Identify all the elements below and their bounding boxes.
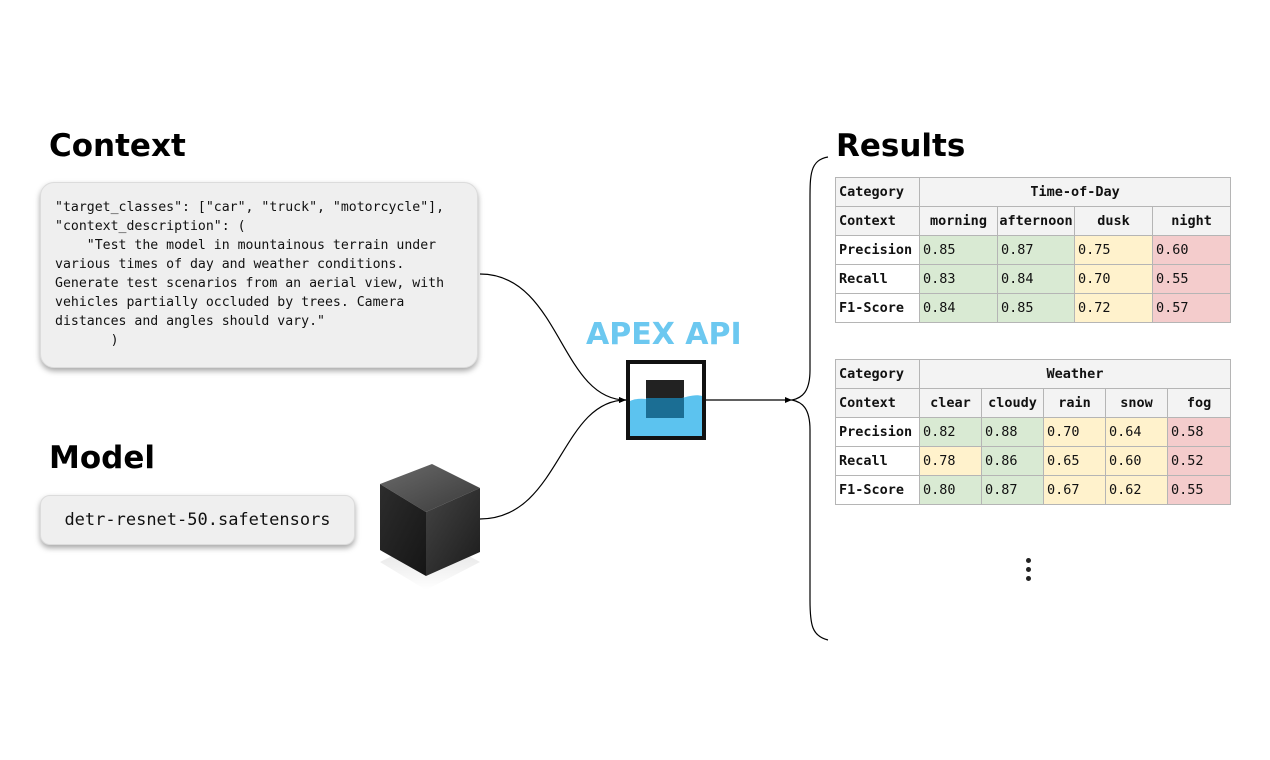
time-of-day-results-table: Category Time-of-Day Context morning aft… xyxy=(835,177,1232,323)
metric-cell: 0.70 xyxy=(1074,264,1153,294)
metric-cell: 0.86 xyxy=(981,446,1044,476)
category-header: Category xyxy=(835,359,920,389)
metric-cell: 0.85 xyxy=(997,293,1075,323)
weather-results-table: Category Weather Context clear cloudy ra… xyxy=(835,359,1232,505)
table-row: Recall 0.83 0.84 0.70 0.55 xyxy=(835,264,1232,294)
metric-cell: 0.85 xyxy=(919,235,998,265)
metric-cell: 0.57 xyxy=(1151,293,1232,323)
column-header: night xyxy=(1151,206,1232,236)
metric-cell: 0.80 xyxy=(919,475,982,505)
category-header: Category xyxy=(835,177,920,207)
metric-cell: 0.55 xyxy=(1166,475,1232,505)
column-header: dusk xyxy=(1074,206,1153,236)
context-header: Context xyxy=(835,388,920,418)
metric-cell: 0.65 xyxy=(1043,446,1106,476)
column-header: fog xyxy=(1166,388,1232,418)
column-header: clear xyxy=(919,388,982,418)
context-code: "target_classes": ["car", "truck", "moto… xyxy=(55,200,445,348)
model-to-api-connector xyxy=(479,397,627,520)
metric-cell: 0.84 xyxy=(997,264,1075,294)
context-code-box: "target_classes": ["car", "truck", "moto… xyxy=(40,182,478,368)
context-heading: Context xyxy=(49,128,186,164)
table-row: Recall 0.78 0.86 0.65 0.60 0.52 xyxy=(835,446,1232,476)
table-row: Precision 0.82 0.88 0.70 0.64 0.58 xyxy=(835,417,1232,447)
model-heading: Model xyxy=(49,440,155,476)
metric-label: F1-Score xyxy=(835,475,920,505)
apex-api-label: APEX API xyxy=(586,317,742,352)
metric-cell: 0.87 xyxy=(997,235,1075,265)
metric-cell: 0.60 xyxy=(1105,446,1168,476)
metric-label: F1-Score xyxy=(835,293,920,323)
metric-cell: 0.55 xyxy=(1151,264,1232,294)
metric-cell: 0.82 xyxy=(919,417,982,447)
table-column-row: Context morning afternoon dusk night xyxy=(835,206,1232,236)
metric-cell: 0.67 xyxy=(1043,475,1106,505)
metric-cell: 0.88 xyxy=(981,417,1044,447)
metric-cell: 0.58 xyxy=(1166,417,1232,447)
metric-cell: 0.83 xyxy=(919,264,998,294)
metric-cell: 0.87 xyxy=(981,475,1044,505)
table-row: F1-Score 0.84 0.85 0.72 0.57 xyxy=(835,293,1232,323)
cube-icon xyxy=(380,464,480,590)
column-header: morning xyxy=(919,206,998,236)
table-row: Precision 0.85 0.87 0.75 0.60 xyxy=(835,235,1232,265)
context-to-api-connector xyxy=(479,273,627,403)
table-row: F1-Score 0.80 0.87 0.67 0.62 0.55 xyxy=(835,475,1232,505)
results-brace xyxy=(791,156,829,641)
column-header: cloudy xyxy=(981,388,1044,418)
metric-label: Recall xyxy=(835,264,920,294)
vertical-ellipsis-icon xyxy=(1021,558,1035,586)
column-header: rain xyxy=(1043,388,1106,418)
group-header: Time-of-Day xyxy=(918,177,1232,207)
metric-cell: 0.78 xyxy=(919,446,982,476)
context-header: Context xyxy=(835,206,920,236)
metric-cell: 0.72 xyxy=(1074,293,1153,323)
metric-label: Precision xyxy=(835,235,920,265)
results-heading: Results xyxy=(836,128,966,164)
table-column-row: Context clear cloudy rain snow fog xyxy=(835,388,1232,418)
model-file-name: detr-resnet-50.safetensors xyxy=(64,510,331,530)
metric-label: Precision xyxy=(835,417,920,447)
group-header: Weather xyxy=(918,359,1232,389)
column-header: snow xyxy=(1105,388,1168,418)
metric-cell: 0.60 xyxy=(1151,235,1232,265)
metric-cell: 0.62 xyxy=(1105,475,1168,505)
apex-logo-icon xyxy=(626,360,706,440)
metric-cell: 0.52 xyxy=(1166,446,1232,476)
table-group-row: Category Weather xyxy=(835,359,1232,389)
metric-cell: 0.64 xyxy=(1105,417,1168,447)
metric-cell: 0.84 xyxy=(919,293,998,323)
metric-cell: 0.70 xyxy=(1043,417,1106,447)
metric-label: Recall xyxy=(835,446,920,476)
table-group-row: Category Time-of-Day xyxy=(835,177,1232,207)
model-file-box: detr-resnet-50.safetensors xyxy=(40,495,355,545)
metric-cell: 0.75 xyxy=(1074,235,1153,265)
column-header: afternoon xyxy=(997,206,1075,236)
